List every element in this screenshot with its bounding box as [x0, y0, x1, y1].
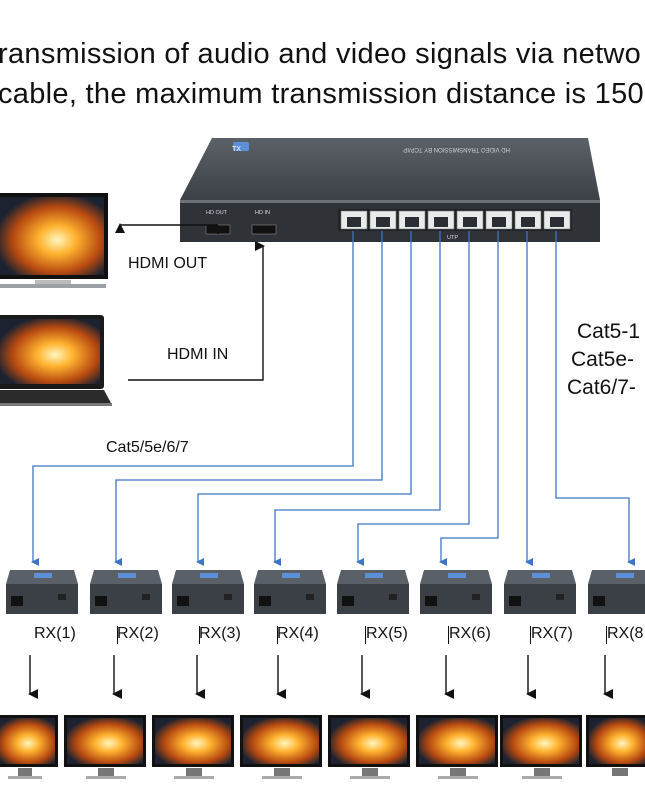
rx-separator-2: [117, 626, 118, 644]
monitor-5: [328, 715, 410, 779]
monitor-8: [586, 715, 645, 776]
hdmi-in-arrow: [128, 241, 265, 381]
rx-label-8: RX(8: [607, 625, 644, 642]
rx-label-5: RX(5): [366, 625, 408, 642]
tx-badge-text: TX: [232, 146, 241, 153]
rx-label-4: RX(4): [277, 625, 319, 642]
cable-rx3: [196, 231, 412, 566]
rx-label-6: RX(6): [449, 625, 491, 642]
monitor-2: [64, 715, 146, 779]
cable-rx6: [439, 231, 499, 566]
cable-rx4: [273, 231, 441, 566]
rx-device-1: [6, 570, 78, 614]
rx-label-7: RX(7): [531, 625, 573, 642]
rx-separator-4: [277, 626, 278, 644]
rx-receivers: [6, 570, 645, 614]
rx-device-4: [254, 570, 326, 614]
monitor-3: [152, 715, 234, 779]
switch-top-text: HD VIDEO TRANSMISSION BY TCP/IP: [403, 146, 510, 152]
rx-label-2: RX(2): [117, 625, 159, 642]
hdmi-in-label: HDMI IN: [167, 346, 229, 363]
rx-to-monitor-arrows: [28, 655, 613, 699]
cable-spec-cat5: Cat5-1: [577, 320, 641, 343]
rx-label-1: RX(1): [34, 625, 76, 642]
rx-device-5: [337, 570, 409, 614]
hdmi-in-laptop: [0, 315, 112, 406]
utp-label: UTP: [447, 235, 458, 241]
headline-line-2: cable, the maximum transmission distance…: [0, 78, 644, 110]
cable-rx8: [555, 231, 635, 566]
output-monitors: [0, 715, 645, 779]
hd-out-port-label: HD OUT: [206, 210, 228, 216]
monitor-6: [416, 715, 498, 779]
hdmi-out-arrow: [115, 223, 219, 234]
rx-separator-7: [530, 626, 531, 644]
monitor-1: [0, 715, 58, 779]
cable-spec-cat6-7: Cat6/7-: [567, 376, 636, 399]
cable-rx5: [356, 231, 470, 566]
rx-device-7: [504, 570, 576, 614]
rj45-port-bank: [338, 209, 572, 231]
cat-cable-lines: [31, 231, 635, 566]
rx-separator-3: [199, 626, 200, 644]
tx-badge: [233, 142, 249, 151]
hdmi-out-label: HDMI OUT: [128, 255, 208, 272]
hd-in-port-label: HD IN: [255, 210, 270, 216]
hdmi-in-port: [251, 224, 277, 235]
rx-device-8: [588, 570, 645, 614]
rx-device-6: [420, 570, 492, 614]
rx-device-2: [90, 570, 162, 614]
monitor-7: [500, 715, 582, 779]
cable-rx1: [31, 231, 354, 566]
headline-line-1: ransmission of audio and video signals v…: [0, 38, 642, 70]
cable-spec-cat5e: Cat5e-: [571, 348, 635, 371]
monitor-4: [240, 715, 322, 779]
rx-device-3: [172, 570, 244, 614]
rx-separator-5: [365, 626, 366, 644]
tx-switch-device: [180, 138, 600, 242]
rx-label-3: RX(3): [199, 625, 241, 642]
cable-type-label-left: Cat5/5e/6/7: [106, 439, 189, 456]
hdmi-out-tv: [0, 193, 108, 288]
rx-separator-8: [606, 626, 607, 644]
cable-rx2: [114, 231, 383, 566]
rx-separator-6: [448, 626, 449, 644]
